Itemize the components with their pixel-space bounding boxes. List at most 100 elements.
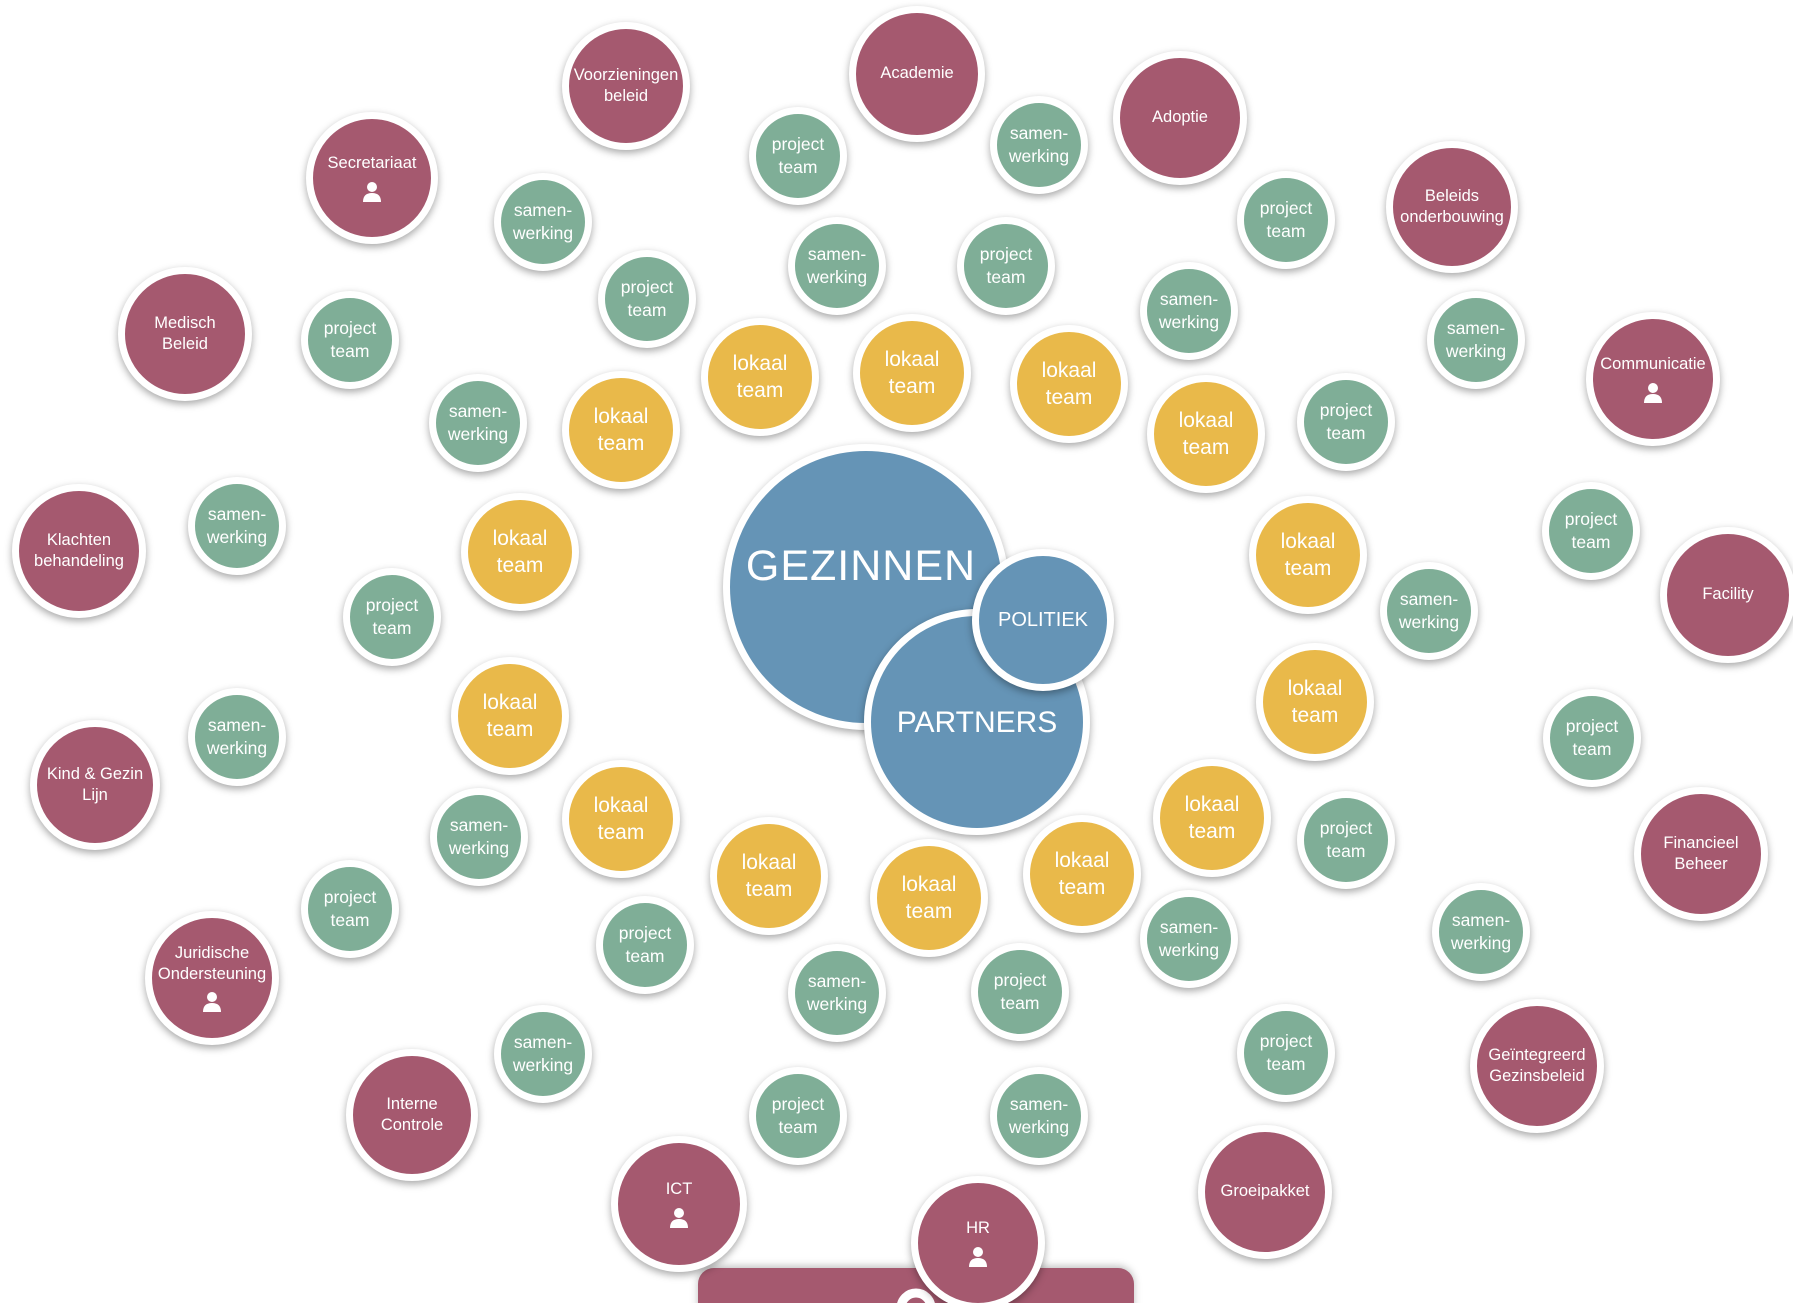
dept-label: Communicatie [1600,355,1706,374]
samenwerking-label: samen- werking [806,971,868,1014]
dept-voorzieningen-beleid: Voorzieningen beleid [562,22,690,150]
lokaal-team-label: lokaal team [1184,792,1240,843]
dept-label: Groeipakket [1220,1182,1310,1201]
samenwerking-label: samen- werking [512,200,574,243]
lokaal-team: lokaal team [710,817,828,935]
samenwerking: samen- werking [1380,562,1478,660]
dept-facility: Facility [1660,527,1793,663]
person-icon [670,1207,688,1228]
project-team-label: project team [323,887,377,930]
project-team-label: project team [979,244,1033,287]
person-icon [363,181,381,202]
dept-label: Beleids onderbouwing [1400,186,1504,226]
project-team-label: project team [1259,1031,1313,1074]
project-team-label: project team [323,318,377,361]
project-team: project team [971,943,1069,1041]
dept-label: Kind & Gezin Lijn [46,764,144,804]
samenwerking-label: samen- werking [1158,917,1220,960]
dept-label: Academie [880,64,954,83]
lokaal-team: lokaal team [1023,815,1141,933]
lokaal-team: lokaal team [562,371,680,489]
lokaal-team-label: lokaal team [482,690,538,741]
project-team: project team [957,217,1055,315]
lokaal-team: lokaal team [1249,496,1367,614]
lokaal-team-label: lokaal team [901,872,957,923]
samenwerking-label: samen- werking [1450,910,1512,953]
lokaal-team-label: lokaal team [741,850,797,901]
samenwerking-label: samen- werking [1008,123,1070,166]
lokaal-team-label: lokaal team [593,404,649,455]
lokaal-team: lokaal team [1147,375,1265,493]
project-team: project team [1297,373,1395,471]
samenwerking-label: samen- werking [1398,589,1460,632]
project-team-label: project team [620,277,674,320]
dept-beleids-onderbouwing: Beleids onderbouwing [1386,141,1518,273]
person-icon [203,992,221,1013]
lokaal-team: lokaal team [1153,759,1271,877]
lokaal-team-label: lokaal team [492,526,548,577]
samenwerking-label: samen- werking [1445,318,1507,361]
samenwerking: samen- werking [494,173,592,271]
bottom-tab [698,1268,1134,1303]
person-icon [1644,382,1662,403]
samenwerking: samen- werking [429,374,527,472]
lokaal-team-label: lokaal team [1280,529,1336,580]
samenwerking: samen- werking [494,1005,592,1103]
dept-financieel-beheer: Financieel Beheer [1634,787,1768,921]
project-team-label: project team [618,923,672,966]
samenwerking-label: samen- werking [1008,1094,1070,1137]
project-team: project team [343,568,441,666]
dept-label: Financieel Beheer [1663,833,1739,873]
dept-label: Facility [1702,585,1754,604]
dept-adoptie: Adoptie [1113,51,1247,185]
project-team-label: project team [1259,198,1313,241]
project-team-label: project team [365,595,419,638]
samenwerking-label: samen- werking [206,504,268,547]
lokaal-team: lokaal team [701,318,819,436]
dept-label: Voorzieningen beleid [573,65,679,105]
project-team: project team [1237,1004,1335,1102]
samenwerking: samen- werking [188,688,286,786]
samenwerking: samen- werking [990,1067,1088,1165]
samenwerking-label: samen- werking [447,401,509,444]
dept-kind-gezin-lijn: Kind & Gezin Lijn [30,720,160,850]
dept-ict: ICT [611,1136,747,1272]
project-team: project team [1543,689,1641,787]
samenwerking: samen- werking [990,96,1088,194]
project-team: project team [1542,482,1640,580]
lokaal-team: lokaal team [853,314,971,432]
project-team-label: project team [1564,509,1618,552]
dept-hr: HR [911,1176,1045,1303]
dept-academie: Academie [849,6,985,142]
dept-label: Geïntegreerd Gezinsbeleid [1488,1045,1586,1085]
samenwerking-label: samen- werking [512,1032,574,1075]
project-team-label: project team [1565,716,1619,759]
project-team: project team [598,250,696,348]
dept-secretariaat: Secretariaat [306,112,438,244]
project-team: project team [749,1067,847,1165]
lokaal-team-label: lokaal team [884,347,940,398]
dept-label: Medisch Beleid [154,313,216,353]
dept-label: ICT [665,1180,693,1199]
project-team: project team [596,896,694,994]
lokaal-team: lokaal team [1256,643,1374,761]
lokaal-team-label: lokaal team [1041,358,1097,409]
lokaal-team: lokaal team [451,657,569,775]
dept-interne-controle: Interne Controle [346,1049,478,1181]
samenwerking: samen- werking [188,477,286,575]
samenwerking-label: samen- werking [1158,289,1220,332]
lokaal-team-label: lokaal team [1178,408,1234,459]
lokaal-team: lokaal team [1010,325,1128,443]
project-team-label: project team [993,970,1047,1013]
project-team: project team [1237,171,1335,269]
samenwerking: samen- werking [1140,262,1238,360]
samenwerking-label: samen- werking [806,244,868,287]
lokaal-team-label: lokaal team [732,351,788,402]
project-team: project team [301,860,399,958]
samenwerking: samen- werking [1427,291,1525,389]
samenwerking: samen- werking [788,217,886,315]
samenwerking-label: samen- werking [206,715,268,758]
dept-klachten-behandeling: Klachten behandeling [12,484,146,618]
project-team-label: project team [771,134,825,177]
